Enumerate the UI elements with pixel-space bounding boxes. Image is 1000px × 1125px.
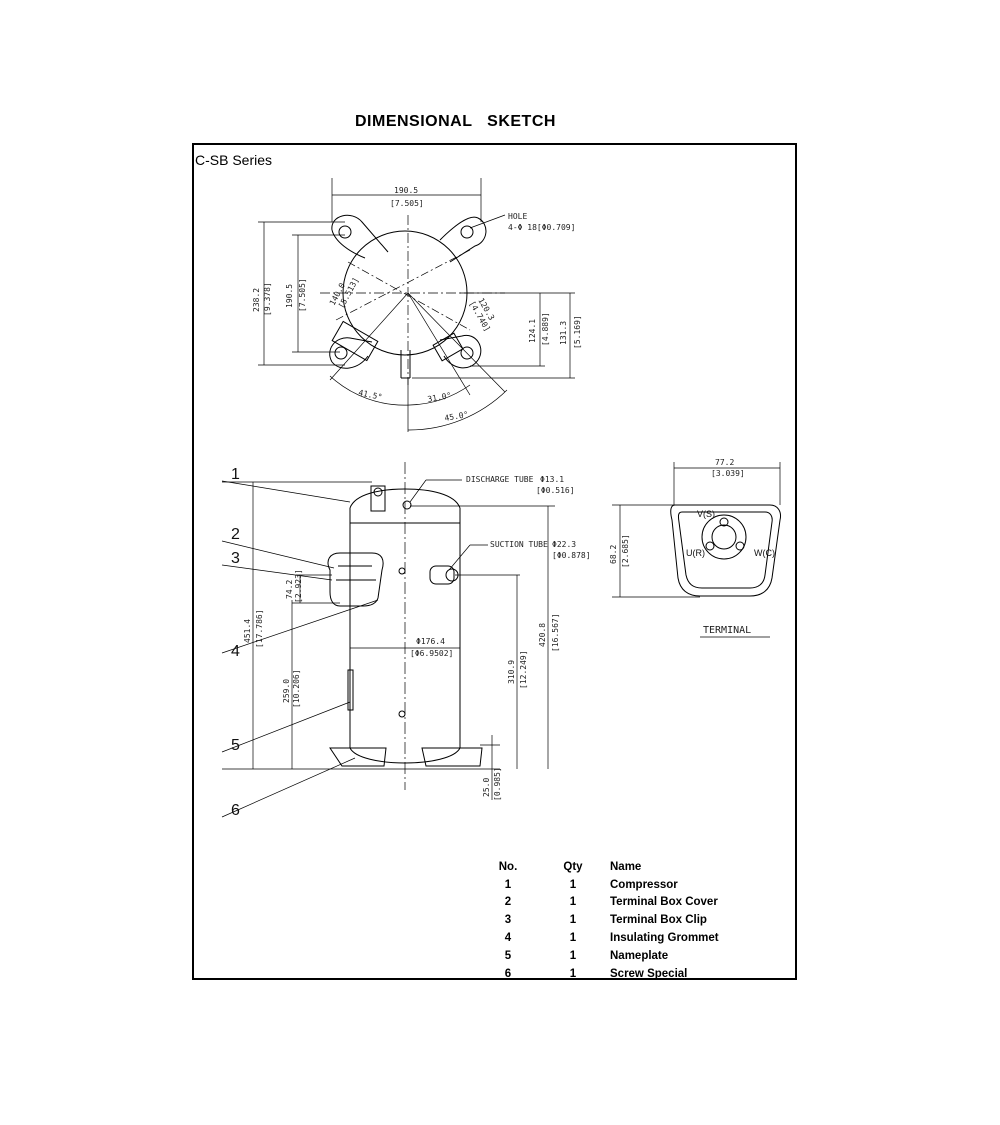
dim-74-in: [2.923] [294, 569, 303, 603]
callout-6: 6 [231, 802, 240, 819]
dim-25: 25.0 [482, 778, 491, 797]
hole-label: HOLE [508, 212, 527, 221]
dim-25-in: [0.985] [493, 767, 502, 801]
dim-259: 259.0 [282, 679, 291, 703]
callout-3: 3 [231, 550, 240, 567]
dim-310: 310.9 [507, 660, 516, 684]
row-no: 4 [504, 932, 512, 945]
pin-v: V(S) [697, 509, 715, 519]
table-row: 1 1 Compressor [478, 876, 770, 894]
parts-table-header: No. Qty Name [478, 858, 770, 876]
dim-451-in: [17.786] [255, 609, 264, 648]
row-qty: 1 [569, 932, 577, 945]
callout-4: 4 [231, 643, 240, 660]
row-name: Insulating Grommet [610, 932, 719, 945]
dim-190-in: [7.505] [298, 278, 307, 312]
dim-259-in: [10.206] [292, 669, 301, 708]
header-name: Name [610, 860, 642, 873]
row-name: Screw Special [610, 967, 688, 980]
row-no: 3 [504, 914, 512, 927]
row-qty: 1 [569, 878, 577, 891]
dim-190: 190.5 [285, 284, 294, 308]
front-view [221, 462, 555, 818]
callout-5: 5 [231, 737, 240, 754]
front-view-labels: DISCHARGE TUBE Φ13.1 [Φ0.516] SUCTION TU… [231, 466, 591, 819]
dim-451: 451.4 [243, 619, 252, 643]
top-view [258, 178, 575, 432]
dim-width-in: [7.505] [390, 199, 424, 208]
dim-238-in: [9.378] [263, 282, 272, 316]
row-no: 2 [504, 896, 512, 909]
table-row: 6 1 Screw Special [478, 965, 770, 983]
dim-74: 74.2 [285, 580, 294, 599]
table-row: 3 1 Terminal Box Clip [478, 911, 770, 929]
terminal-caption: TERMINAL [703, 625, 751, 636]
row-no: 5 [504, 949, 512, 962]
series-label: C-SB Series [195, 152, 273, 168]
drawing-frame [192, 143, 797, 980]
row-qty: 1 [569, 949, 577, 962]
table-row: 2 1 Terminal Box Cover [478, 894, 770, 912]
header-no: No. [498, 860, 518, 873]
row-name: Terminal Box Cover [610, 896, 718, 909]
dim-68-in: [2.685] [621, 534, 630, 568]
dim-420: 420.8 [538, 623, 547, 647]
row-qty: 1 [569, 896, 577, 909]
dim-width: 190.5 [394, 186, 418, 195]
table-row: 4 1 Insulating Grommet [478, 929, 770, 947]
row-no: 6 [504, 967, 512, 980]
dim-body-dia: Φ176.4 [416, 637, 445, 646]
dim-body-dia-in: [Φ6.9502] [410, 649, 453, 658]
dim-310-in: [12.249] [519, 650, 528, 689]
callout-2: 2 [231, 526, 240, 543]
suction-label: SUCTION TUBE [490, 540, 548, 549]
hole-spec: 4-Φ 18[Φ0.709] [508, 223, 575, 232]
discharge-dia-in: [Φ0.516] [536, 486, 575, 495]
dim-68: 68.2 [609, 545, 618, 564]
top-view-labels: 190.5 [7.505] HOLE 4-Φ 18[Φ0.709] 238.2 … [252, 186, 582, 423]
terminal-view [612, 462, 781, 638]
parts-table: No. Qty Name 1 1 Compressor 2 1 Terminal… [478, 858, 770, 983]
pin-u: U(R) [686, 548, 705, 558]
discharge-label: DISCHARGE TUBE [466, 475, 534, 484]
row-name: Nameplate [610, 949, 669, 962]
dim-238: 238.2 [252, 288, 261, 312]
header-qty: Qty [563, 860, 583, 873]
dim-77: 77.2 [715, 458, 734, 467]
suction-dia: Φ22.3 [552, 540, 576, 549]
dim-124-in: [4.889] [541, 312, 550, 346]
row-qty: 1 [569, 967, 577, 980]
dim-77-in: [3.039] [711, 469, 745, 478]
dim-124: 124.1 [528, 319, 537, 343]
angle-45: 45.0° [444, 410, 469, 423]
dim-131: 131.3 [559, 321, 568, 345]
discharge-dia: Φ13.1 [540, 475, 564, 484]
dim-420-in: [16.567] [551, 613, 560, 652]
callout-1: 1 [231, 466, 240, 483]
page-title: DIMENSIONAL SKETCH [355, 113, 556, 130]
pin-w: W(C) [754, 548, 775, 558]
table-row: 5 1 Nameplate [478, 947, 770, 965]
angle-31: 31.0° [427, 391, 452, 404]
row-name: Terminal Box Clip [610, 914, 707, 927]
row-name: Compressor [610, 878, 678, 891]
row-no: 1 [504, 878, 512, 891]
suction-dia-in: [Φ0.878] [552, 551, 591, 560]
dim-131-in: [5.169] [573, 315, 582, 349]
row-qty: 1 [569, 914, 577, 927]
terminal-view-labels: 77.2 [3.039] 68.2 [2.685] V(S) U(R) W(C)… [609, 458, 775, 636]
